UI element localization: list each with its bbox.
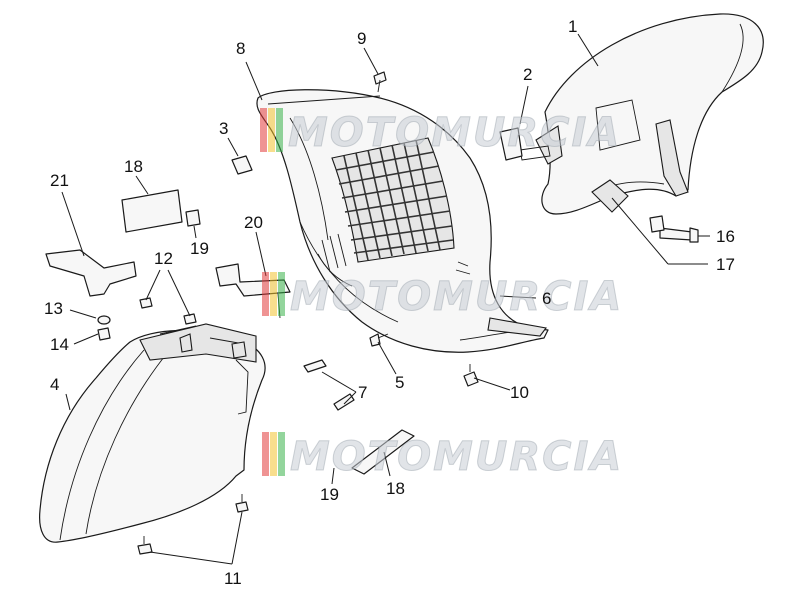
callout-20: 20 bbox=[244, 213, 263, 232]
callout-5: 5 bbox=[395, 373, 404, 392]
watermark-3: MOTOMURCIA bbox=[262, 432, 623, 481]
part-bolt-16 bbox=[659, 227, 699, 243]
callout-9: 9 bbox=[357, 29, 366, 48]
part-screw-10 bbox=[463, 364, 479, 387]
callout-14: 14 bbox=[50, 335, 69, 354]
part-screw-14 bbox=[97, 327, 111, 341]
part-clip-3 bbox=[231, 155, 253, 175]
part-washer-13 bbox=[97, 315, 111, 325]
watermark-1: MOTOMURCIA bbox=[260, 108, 621, 157]
part-screw-9 bbox=[373, 71, 387, 93]
callout-4: 4 bbox=[50, 375, 59, 394]
callout-7: 7 bbox=[358, 383, 367, 402]
callout-18a: 18 bbox=[124, 157, 143, 176]
part-clip-17 bbox=[649, 215, 665, 233]
part-clip-19a bbox=[185, 209, 201, 227]
callout-18b: 18 bbox=[386, 479, 405, 498]
callout-3: 3 bbox=[219, 119, 228, 138]
callout-6: 6 bbox=[542, 289, 551, 308]
part-pad-18b bbox=[351, 429, 415, 475]
callout-17: 17 bbox=[716, 255, 735, 274]
part-support-21 bbox=[45, 249, 137, 297]
part-front-mudguard bbox=[39, 323, 266, 543]
watermark-2: MOTOMURCIA bbox=[262, 272, 623, 321]
part-screw-5 bbox=[369, 333, 389, 347]
callout-12: 12 bbox=[154, 249, 173, 268]
callout-11: 11 bbox=[224, 569, 242, 588]
watermark-text-2: MOTOMURCIA bbox=[290, 274, 623, 320]
watermark-text-3: MOTOMURCIA bbox=[290, 434, 623, 480]
callout-16: 16 bbox=[716, 227, 735, 246]
part-clip-7a bbox=[303, 359, 327, 373]
part-clip-12b bbox=[183, 313, 197, 325]
part-bracket-2 bbox=[499, 127, 523, 161]
callout-21: 21 bbox=[50, 171, 69, 190]
callout-13: 13 bbox=[44, 299, 63, 318]
part-inner-shield bbox=[256, 89, 549, 353]
watermark-text-1: MOTOMURCIA bbox=[288, 110, 621, 156]
part-reflector-18a bbox=[121, 189, 183, 233]
part-clip-7b bbox=[333, 393, 355, 411]
callout-10: 10 bbox=[510, 383, 529, 402]
callout-labels: 1 2 3 4 5 6 7 8 9 10 11 12 13 14 16 17 1… bbox=[44, 17, 735, 588]
leader-lines bbox=[61, 33, 710, 565]
callout-19a: 19 bbox=[190, 239, 209, 258]
callout-8: 8 bbox=[236, 39, 245, 58]
callout-1: 1 bbox=[568, 17, 577, 36]
grille-mesh bbox=[331, 137, 455, 263]
callout-2: 2 bbox=[523, 65, 532, 84]
callout-19b: 19 bbox=[320, 485, 339, 504]
